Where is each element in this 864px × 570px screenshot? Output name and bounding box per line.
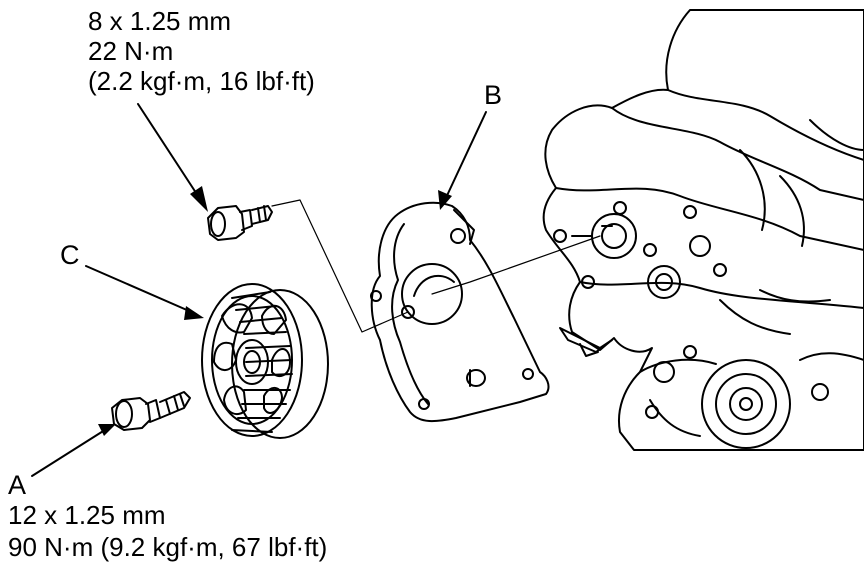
assembly-leader-lines bbox=[271, 199, 601, 333]
label-a: A bbox=[8, 470, 27, 500]
back-cover-b bbox=[370, 201, 550, 423]
bolt-torque-text: 22 N·m bbox=[88, 36, 174, 66]
bolt-a-size-text: 12 x 1.25 mm bbox=[8, 500, 166, 530]
camshaft-pulley-c bbox=[201, 283, 329, 439]
label-c: C bbox=[60, 240, 80, 270]
label-b: B bbox=[484, 80, 503, 110]
bolt-size-text: 8 x 1.25 mm bbox=[88, 6, 232, 36]
pulley-bolt-a bbox=[111, 391, 191, 431]
bolt-a-torque-text: 90 N·m (9.2 kgf·m, 67 lbf·ft) bbox=[8, 532, 328, 562]
engine-block bbox=[542, 9, 864, 451]
bolt-torque-alt-text: (2.2 kgf·m, 16 lbf·ft) bbox=[88, 66, 315, 96]
arrow-heads bbox=[98, 186, 452, 436]
callout-arrows bbox=[31, 103, 487, 477]
cover-bolt-top bbox=[207, 205, 273, 241]
